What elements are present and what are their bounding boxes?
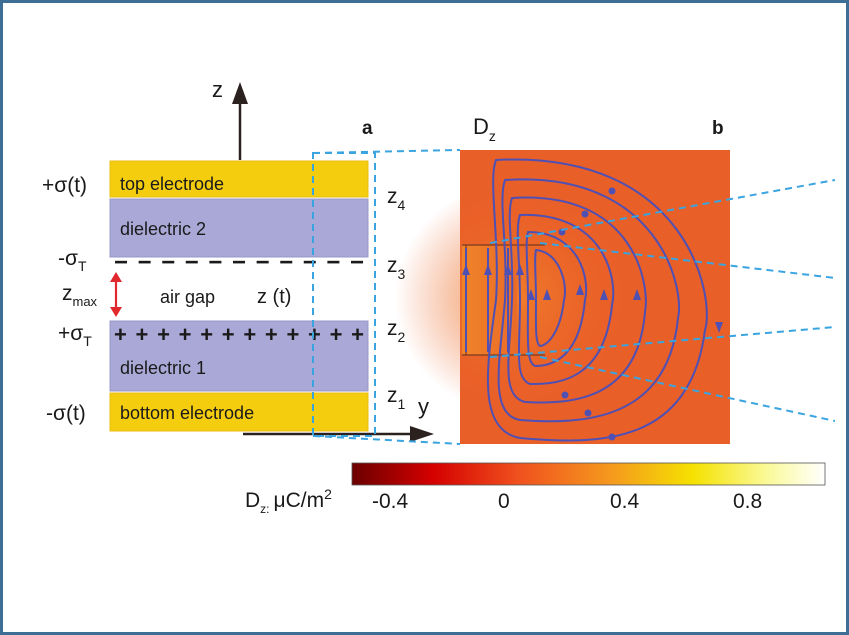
panel-a-label: a (362, 118, 373, 139)
colorbar-tick-0: 0 (498, 490, 510, 513)
arrowhead-4 (516, 264, 524, 275)
arrowhead-9 (633, 289, 641, 300)
positive-charge-marks: + + + + + + + + + + + + (114, 322, 364, 347)
colorbar: Dz: μC/m2 -0.4 0 0.4 0.8 (245, 462, 826, 516)
z-axis-arrow (232, 82, 248, 160)
level-z2: z2 (387, 317, 406, 345)
field-lines (465, 158, 708, 442)
colorbar-label: Dz: μC/m2 (245, 486, 332, 516)
panel-a: top electrode dielectric 2 air gap diele… (42, 77, 434, 442)
z-axis-label: z (212, 77, 223, 102)
arrowhead-5 (527, 289, 535, 300)
dielectric-2-label: dielectric 2 (120, 219, 206, 239)
bottom-tribo-charge-label: +σT (58, 322, 92, 349)
colorbar-tick-04: 0.4 (610, 490, 640, 513)
field-line-5 (525, 230, 588, 368)
negative-charge-marks: − − − − − − − − − − − (114, 249, 364, 276)
field-arrowheads (462, 187, 723, 441)
top-electrode-label: top electrode (120, 174, 224, 194)
level-z2-main: z (387, 317, 398, 340)
y-axis-label: y (418, 394, 429, 419)
gap-distance-label: z (t) (257, 286, 291, 308)
level-z2-sub: 2 (398, 329, 406, 345)
arrowhead-3 (504, 264, 512, 275)
colorbar-label-main: D (245, 489, 260, 512)
dielectric-1-layer (109, 320, 369, 392)
arrow-dot-4 (608, 433, 616, 441)
extension-line-1 (489, 179, 836, 244)
top-electrode-layer (109, 160, 369, 198)
zmax-main: z (62, 282, 73, 305)
arrowhead-6 (543, 289, 551, 300)
colorbar-tick-08: 0.8 (733, 490, 762, 513)
level-z1-main: z (387, 384, 398, 407)
field-line-6 (534, 248, 566, 348)
y-axis-arrow (243, 426, 434, 442)
panel-b-title-main: D (473, 114, 489, 139)
connector-line-bottom (312, 435, 461, 445)
arrowhead-7 (576, 284, 584, 295)
top-tribo-charge-main: -σ (58, 247, 78, 270)
level-z4-sub: 4 (398, 197, 406, 213)
zmax-sub: max (73, 294, 98, 309)
bottom-electrode-layer (109, 392, 369, 432)
extension-line-3 (489, 326, 836, 358)
dielectric-1-label: dielectric 1 (120, 358, 206, 378)
panel-b: Dz b (312, 114, 836, 445)
arrowhead-10 (715, 322, 723, 333)
colorbar-tick-neg04: -0.4 (372, 490, 409, 513)
top-tribo-charge-label: -σT (58, 247, 87, 274)
air-gap-label: air gap (160, 287, 215, 307)
arrowhead-8 (600, 289, 608, 300)
level-z1: z1 (387, 384, 406, 412)
field-line-2 (497, 178, 681, 423)
panel-b-title: Dz (473, 114, 496, 144)
zmax-arrow (110, 272, 122, 317)
level-z4-main: z (387, 185, 398, 208)
zmax-label: zmax (62, 282, 98, 309)
arrow-dot-6 (561, 391, 569, 399)
bottom-charge-label: -σ(t) (46, 402, 86, 425)
extension-line-4 (539, 356, 836, 422)
colorbar-label-sub: z: (260, 502, 269, 516)
field-line-4 (516, 213, 615, 386)
panel-b-label: b (712, 118, 724, 139)
dielectric-2-layer (109, 198, 369, 258)
bottom-tribo-charge-sub: T (83, 333, 92, 349)
arrow-dot-1 (608, 187, 616, 195)
field-line-1 (486, 158, 708, 442)
panel-b-title-sub: z (489, 128, 496, 144)
arrowhead-2 (484, 264, 492, 275)
arrow-dot-2 (581, 210, 589, 218)
top-charge-label: +σ(t) (42, 174, 87, 197)
bottom-electrode-label: bottom electrode (120, 403, 254, 423)
arrow-dot-5 (584, 409, 592, 417)
colorbar-gradient-strip (351, 462, 826, 486)
extension-line-2 (539, 242, 836, 279)
field-line-3 (507, 196, 647, 404)
connector-line-top (312, 149, 461, 154)
colorbar-label-unit: μC/m (274, 489, 325, 512)
level-z1-sub: 1 (398, 396, 406, 412)
level-z3-main: z (387, 254, 398, 277)
arrowhead-1 (462, 264, 470, 275)
bottom-tribo-charge-main: +σ (58, 322, 83, 345)
level-z4: z4 (387, 185, 406, 213)
top-tribo-charge-sub: T (78, 258, 87, 274)
colorbar-label-exp: 2 (324, 486, 332, 502)
